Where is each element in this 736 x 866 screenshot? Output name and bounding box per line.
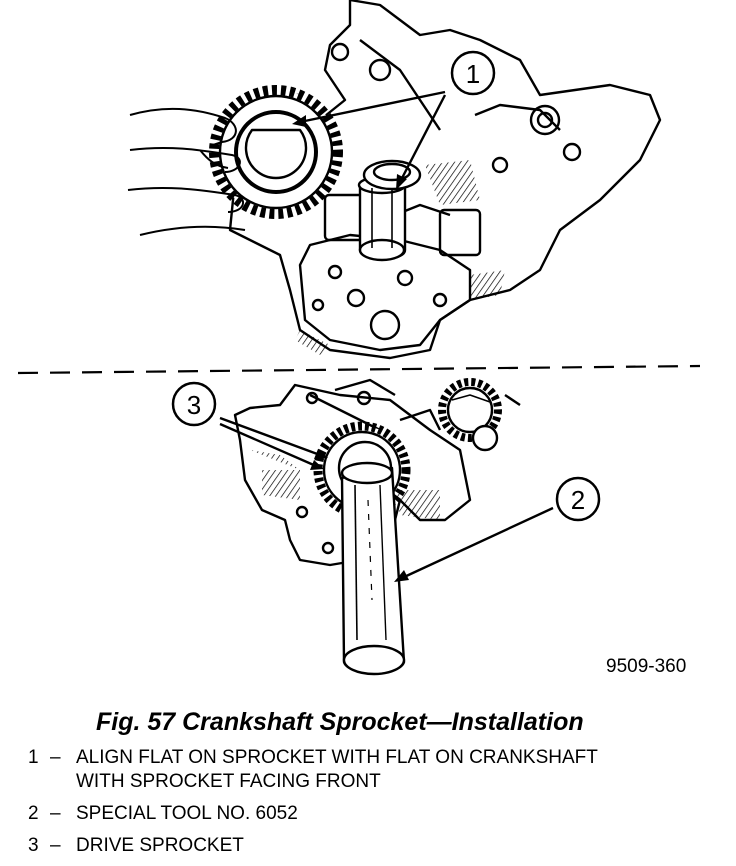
legend-item: 3 – DRIVE SPROCKET bbox=[28, 834, 728, 858]
legend-item: 1 – ALIGN FLAT ON SPROCKET WITH FLAT ON … bbox=[28, 746, 728, 794]
legend-text: DRIVE SPROCKET bbox=[76, 835, 244, 856]
figure-caption: Fig. 57 Crankshaft Sprocket—Installation bbox=[96, 708, 584, 736]
legend-text: ALIGN FLAT ON SPROCKET WITH FLAT ON CRAN… bbox=[76, 747, 598, 792]
figure-id: 9509-360 bbox=[606, 656, 687, 677]
legend-dash: – bbox=[50, 835, 61, 856]
svg-text:3: 3 bbox=[187, 390, 201, 420]
installation-illustration: 1 bbox=[17, 0, 701, 676]
svg-text:2: 2 bbox=[571, 485, 585, 515]
callout-3: 3 bbox=[171, 381, 328, 470]
legend-item: 2 – SPECIAL TOOL NO. 6052 bbox=[28, 802, 728, 826]
legend-dash: – bbox=[50, 747, 61, 768]
legend-number: 2 bbox=[28, 803, 39, 824]
legend: 1 – ALIGN FLAT ON SPROCKET WITH FLAT ON … bbox=[28, 746, 728, 866]
top-view bbox=[127, 0, 662, 360]
bottom-view bbox=[233, 378, 521, 676]
legend-number: 3 bbox=[28, 835, 39, 856]
svg-text:1: 1 bbox=[466, 59, 480, 89]
callout-2: 2 bbox=[394, 476, 601, 582]
callout-1: 1 bbox=[292, 50, 496, 190]
hands-icon bbox=[127, 107, 246, 236]
view-separator bbox=[17, 364, 701, 375]
special-tool bbox=[340, 461, 406, 676]
legend-dash: – bbox=[50, 803, 61, 824]
legend-number: 1 bbox=[28, 747, 39, 768]
legend-text: SPECIAL TOOL NO. 6052 bbox=[76, 803, 298, 824]
